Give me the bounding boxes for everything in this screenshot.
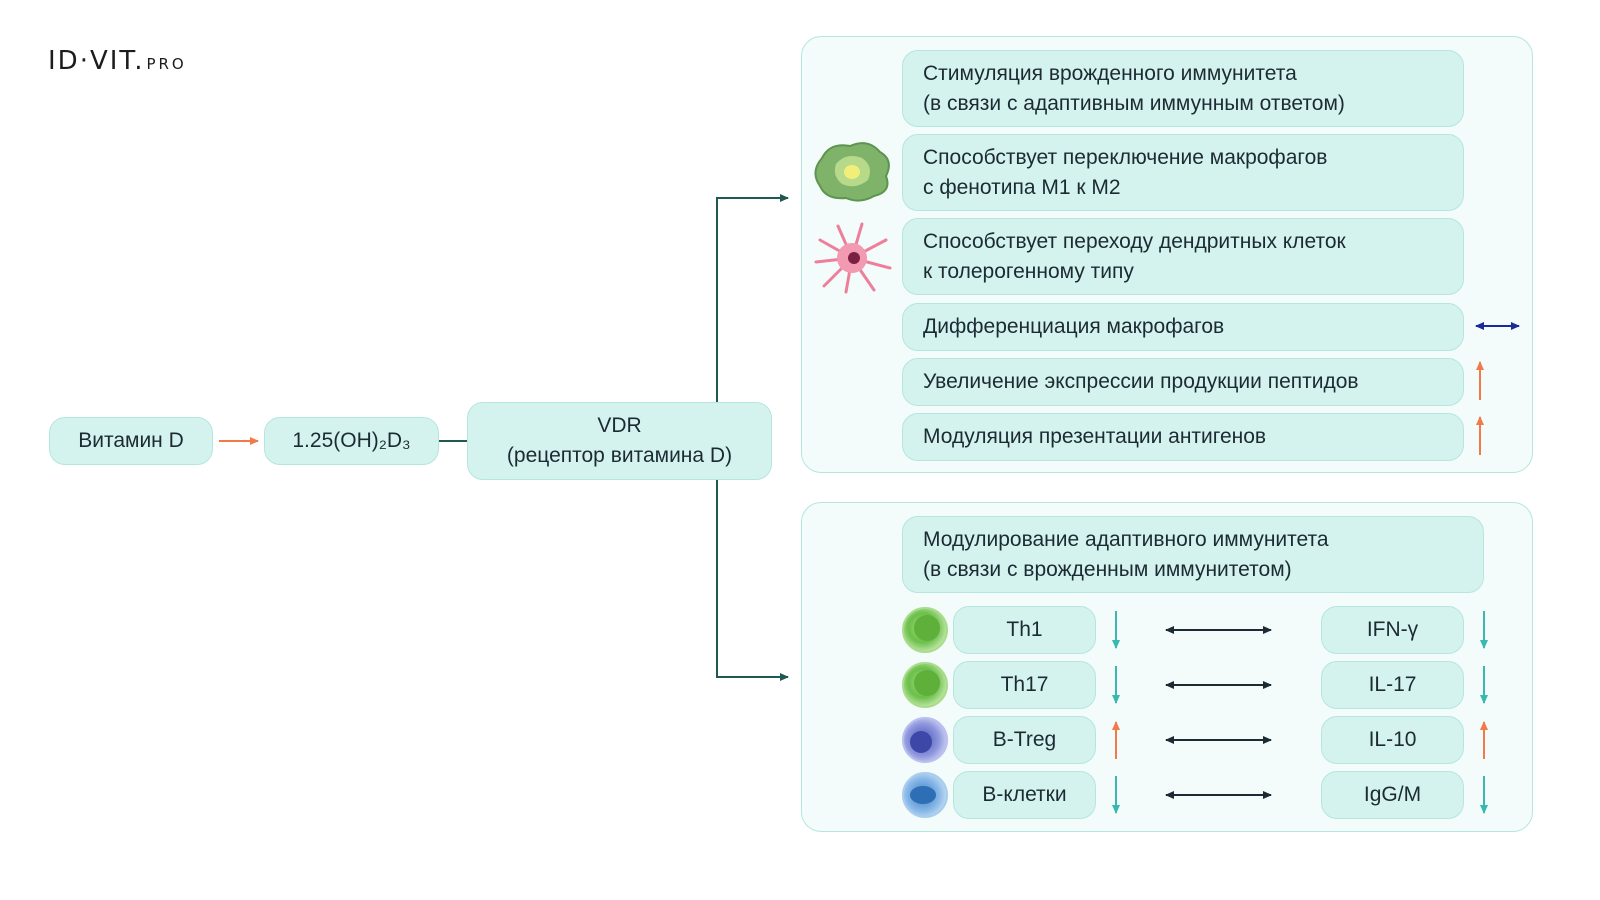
innate-item-differentiation: Дифференциация макрофагов (902, 303, 1464, 351)
marker-label: IL-17 (1368, 673, 1417, 696)
marker-box-il10: IL-10 (1321, 716, 1464, 764)
cell-box-btreg: B-Treg (953, 716, 1096, 764)
active-form-box: 1.25(OH)₂D₃ (264, 417, 439, 465)
innate-item-text: Способствует переключение макрофагов с ф… (923, 145, 1328, 199)
innate-item-text: Модуляция презентации антигенов (923, 425, 1267, 448)
cell-label: B-Treg (992, 728, 1057, 751)
innate-item-text: Увеличение экспрессии продукции пептидов (923, 370, 1359, 393)
adaptive-title: Модулирование адаптивного иммунитета (в … (923, 527, 1329, 581)
blue-cell-icon (902, 772, 948, 818)
marker-box-il17: IL-17 (1321, 661, 1464, 709)
innate-item-peptides: Увеличение экспрессии продукции пептидов (902, 358, 1464, 406)
cell-label: Th17 (1000, 673, 1049, 696)
marker-box-igg: IgG/M (1321, 771, 1464, 819)
marker-label: IL-10 (1368, 728, 1417, 751)
marker-box-ifn: IFN-γ (1321, 606, 1464, 654)
innate-item-antigen-presentation: Модуляция презентации антигенов (902, 413, 1464, 461)
innate-item-text: Дифференциация макрофагов (923, 315, 1225, 338)
marker-label: IgG/M (1363, 783, 1422, 806)
connector-vdr-to-adaptive (716, 480, 789, 681)
cell-label: B-клетки (982, 783, 1067, 806)
green-cell-icon (902, 607, 948, 653)
cell-box-th1: Th1 (953, 606, 1096, 654)
logo: ID·VIT.PRO (48, 46, 187, 76)
dendritic-cell-icon (814, 222, 892, 294)
vdr-label: VDR (рецептор витамина D) (506, 414, 733, 467)
vitamin-d-box: Витамин D (49, 417, 213, 465)
macrophage-icon (814, 142, 890, 202)
purple-cell-icon (902, 717, 948, 763)
marker-label: IFN-γ (1366, 618, 1419, 641)
innate-item-text: Стимуляция врожденного иммунитета (в свя… (923, 61, 1345, 115)
innate-item-stimulation: Стимуляция врожденного иммунитета (в свя… (902, 50, 1464, 127)
innate-item-macrophage-switch: Способствует переключение макрофагов с ф… (902, 134, 1464, 211)
active-form-label: 1.25(OH)₂D₃ (292, 429, 411, 452)
innate-item-text: Способствует переходу дендритных клеток … (923, 229, 1346, 283)
cell-label: Th1 (1006, 618, 1043, 641)
connector-vdr-to-innate (716, 194, 789, 402)
vdr-box: VDR (рецептор витамина D) (467, 402, 772, 480)
cell-box-th17: Th17 (953, 661, 1096, 709)
green-cell-icon (902, 662, 948, 708)
logo-main: ID·VIT. (48, 46, 145, 76)
logo-suffix: PRO (146, 55, 187, 73)
cell-box-bcells: B-клетки (953, 771, 1096, 819)
innate-item-dendritic: Способствует переходу дендритных клеток … (902, 218, 1464, 295)
adaptive-title-box: Модулирование адаптивного иммунитета (в … (902, 516, 1484, 593)
vitamin-d-label: Витамин D (78, 429, 184, 452)
